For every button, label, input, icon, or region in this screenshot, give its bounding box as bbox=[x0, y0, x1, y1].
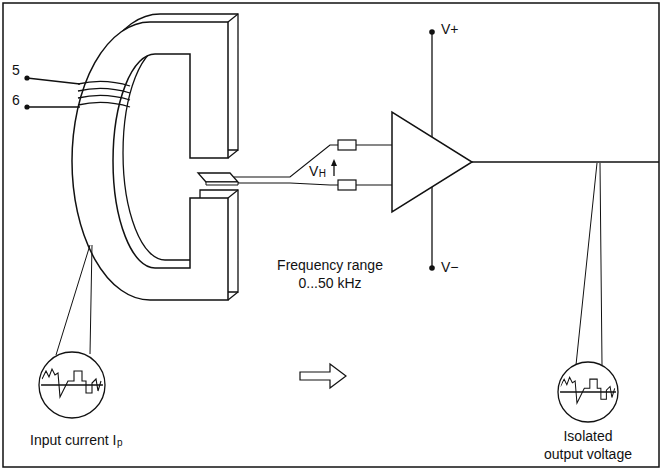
caption-subscript: p bbox=[117, 437, 123, 449]
supply-dot bbox=[429, 29, 435, 35]
coil-turn bbox=[78, 95, 130, 100]
waveform bbox=[42, 369, 101, 397]
leader-line bbox=[576, 163, 602, 365]
callout-caption: Input current I bbox=[30, 431, 116, 449]
arrow-head bbox=[331, 159, 337, 166]
baseline bbox=[39, 384, 105, 386]
c-core bbox=[72, 22, 228, 300]
wire bbox=[356, 184, 392, 185]
core-edge bbox=[228, 150, 238, 158]
baseline bbox=[558, 391, 618, 393]
core-edge bbox=[228, 14, 238, 22]
wire bbox=[27, 106, 80, 107]
supply-name: V+ bbox=[441, 20, 459, 38]
callout-caption: Isolated output voltage bbox=[543, 427, 633, 463]
callout-circle bbox=[558, 362, 618, 422]
output-line bbox=[472, 161, 659, 162]
wire bbox=[27, 78, 80, 84]
primary-winding bbox=[27, 78, 130, 107]
signal-subscript: H bbox=[319, 168, 326, 180]
coil-turn bbox=[78, 102, 130, 107]
coil-turn bbox=[78, 81, 130, 86]
supply-dot bbox=[429, 265, 435, 271]
frequency-note: Frequency range 0...50 kHz bbox=[268, 256, 392, 292]
hall-element bbox=[198, 173, 238, 182]
pin-dot bbox=[24, 104, 29, 109]
hollow-arrow bbox=[300, 364, 346, 388]
waveform bbox=[560, 377, 614, 403]
supply-line bbox=[431, 187, 432, 268]
pin-number: 6 bbox=[12, 91, 20, 109]
pin-number: 5 bbox=[12, 61, 20, 79]
frame-border bbox=[3, 3, 659, 467]
amplifier-symbol bbox=[392, 112, 472, 212]
wire bbox=[356, 144, 392, 145]
hall-element-side bbox=[206, 182, 238, 185]
wire bbox=[238, 183, 338, 185]
pin-dot bbox=[24, 75, 29, 80]
resistor-symbol bbox=[338, 180, 356, 190]
resistor-symbol bbox=[338, 140, 356, 150]
coil-turn bbox=[78, 88, 130, 93]
supply-line bbox=[431, 32, 432, 137]
callout-circle bbox=[39, 352, 105, 418]
output-waveform bbox=[558, 377, 618, 403]
core-edge bbox=[228, 190, 238, 198]
leader-line bbox=[56, 245, 92, 355]
supply-name: V− bbox=[441, 258, 459, 276]
input-waveform bbox=[39, 369, 105, 397]
hall-wires bbox=[234, 145, 392, 185]
core-edge bbox=[228, 292, 238, 300]
signal-name: V bbox=[309, 162, 318, 180]
